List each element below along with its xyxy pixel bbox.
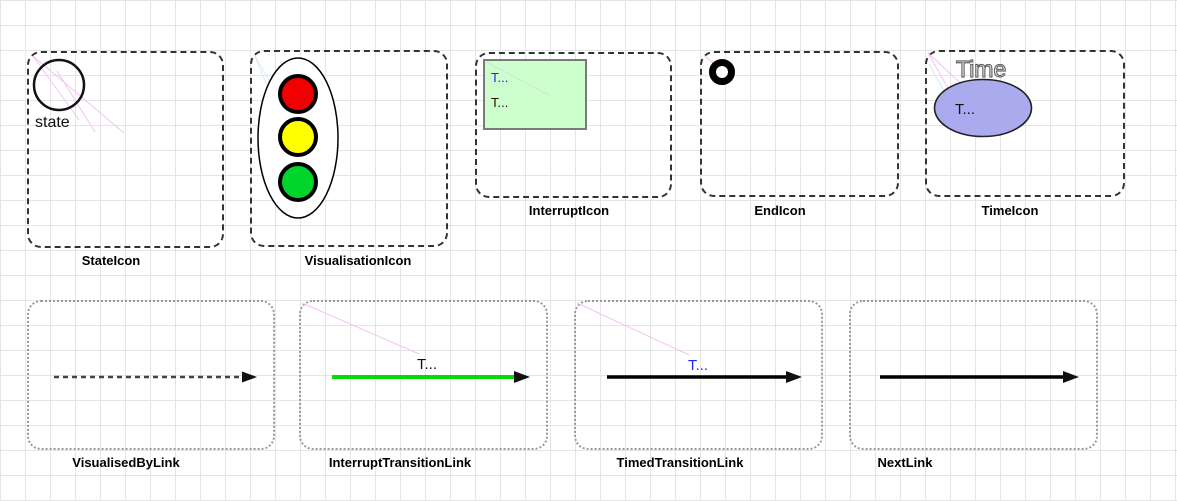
palette-item-visualisedbylink[interactable] — [27, 300, 275, 450]
palette-item-endicon[interactable] — [700, 51, 899, 197]
trafficlight-red-lamp — [278, 74, 318, 114]
state-text: state — [35, 114, 70, 131]
end-state-ring — [709, 59, 735, 85]
stray-edge-line — [32, 55, 125, 134]
visualisedby-drawing — [54, 371, 257, 383]
palette-item-visualisationicon[interactable] — [250, 50, 448, 247]
palette-item-label-timeicon: TimeIcon — [981, 203, 1039, 218]
palette-item-label-interrupticon: InterruptIcon — [528, 203, 610, 218]
time-ellipse — [933, 78, 1033, 138]
arrowhead — [1063, 371, 1079, 383]
timedtransition-drawing: T... — [576, 302, 802, 383]
nextlink-drawing — [880, 371, 1079, 383]
stray-edge-line — [56, 70, 96, 133]
palette-item-label-nextlink: NextLink — [877, 455, 933, 470]
arrowhead — [786, 371, 802, 383]
palette-item-interrupttransitionlink[interactable]: T... — [299, 300, 548, 450]
interrupticon-drawing: T... T... — [483, 59, 587, 130]
endicon-drawing — [703, 54, 735, 85]
arrowhead — [514, 371, 530, 383]
palette-item-timedtransitionlink[interactable]: T... — [574, 300, 823, 450]
interrupt-text-2: T... — [491, 95, 508, 110]
palette-item-label-timedtransitionlink: TimedTransitionLink — [616, 455, 744, 470]
trafficlight-drawing — [253, 53, 339, 219]
palette-item-nextlink[interactable] — [849, 300, 1098, 450]
timeicon-drawing: Time T... — [927, 52, 1033, 138]
stray-edge-line — [576, 302, 690, 356]
trafficlight-yellow-lamp — [278, 117, 318, 157]
stray-edge-line — [301, 302, 420, 355]
stateicon-drawing: state — [32, 55, 125, 134]
stray-edge-line — [485, 61, 550, 96]
arrowhead — [242, 371, 257, 383]
palette-item-label-interrupttransitionlink: InterruptTransitionLink — [328, 455, 472, 470]
state-circle — [32, 58, 86, 112]
timedtransition-text: T... — [688, 357, 708, 374]
palette-item-interrupticon[interactable]: T... T... — [475, 52, 672, 198]
palette-item-timeicon[interactable]: Time T... — [925, 50, 1125, 197]
time-title-text: Time — [956, 56, 1006, 82]
interrupttransition-text: T... — [417, 356, 437, 373]
trafficlight-green-lamp — [278, 162, 318, 202]
palette-item-label-endicon: EndIcon — [754, 203, 806, 218]
interrupt-text-1: T... — [491, 70, 508, 85]
interrupttransition-drawing: T... — [301, 302, 530, 383]
time-ellipse-text: T... — [955, 101, 975, 118]
palette-item-stateicon[interactable]: state — [27, 51, 224, 248]
palette-item-label-visualisationicon: VisualisationIcon — [304, 253, 412, 268]
interrupt-rect — [483, 59, 587, 130]
palette-item-label-visualisedbylink: VisualisedByLink — [72, 455, 180, 470]
palette-item-label-stateicon: StateIcon — [81, 253, 141, 268]
